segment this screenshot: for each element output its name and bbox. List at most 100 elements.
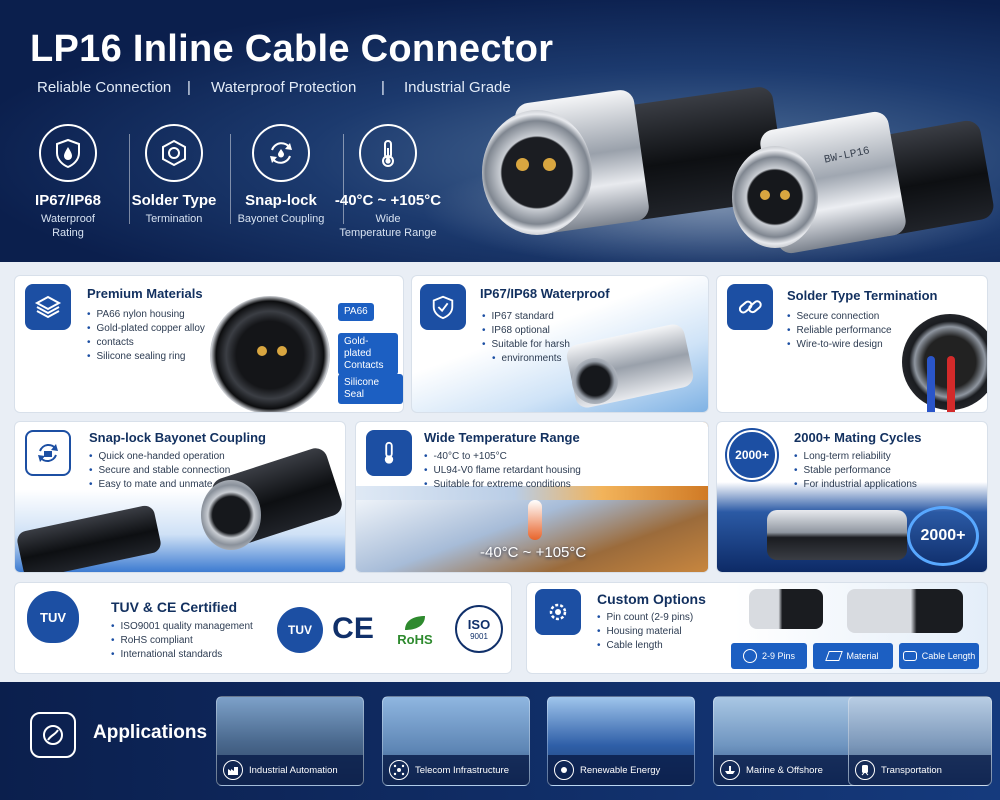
bullet: For industrial applications [794,478,917,492]
bullet: Secure and stable connection [89,464,231,478]
app-transportation: Transportation [848,696,992,786]
bullet-list: PA66 nylon housing Gold-plated copper al… [87,308,205,364]
ce-logo: CE [332,612,374,645]
bullet: Gold-plated copper alloy [87,322,205,336]
red-wire [947,356,955,412]
bullet: Cable length [597,639,693,653]
bullet: Wire-to-wire design [787,338,892,352]
ship-icon [720,760,740,780]
iso-number: 9001 [470,632,488,641]
app-label: Marine & Offshore [746,764,823,776]
rohs-logo: RoHS [387,607,443,653]
divider [230,134,231,224]
connector-variant-image [847,589,963,633]
feature-sub: Bayonet Coupling [237,213,325,225]
app-renewable-energy: Renewable Energy [547,696,695,786]
applications-bar: Applications Industrial Automation Telec… [0,682,1000,800]
iso-text: ISO [467,617,491,632]
card-title: Wide Temperature Range [424,430,580,445]
cycle-count-icon: 2000+ [727,430,777,480]
card-title: Premium Materials [87,286,203,301]
page-title: LP16 Inline Cable Connector [30,28,554,70]
bullet: Secure connection [787,310,892,324]
train-icon [855,760,875,780]
app-label: Transportation [881,764,942,776]
app-marine-offshore: Marine & Offshore [713,696,861,786]
bullet: PA66 nylon housing [87,308,205,322]
plug-image [15,503,163,572]
bullet: UL94-V0 flame retardant housing [424,464,581,478]
cycle-overlay: 2000+ [920,527,966,544]
iso-logo: ISO 9001 [455,605,503,653]
card-temperature: Wide Temperature Range -40°C to +105°C U… [355,421,709,573]
tagline-3: Industrial Grade [404,79,511,96]
callout-pa66: PA66 [338,303,374,321]
feature-temperature: -40°C ~ +105°C Wide Temperature Range [328,124,448,241]
feature-sub: Waterproof [40,213,95,225]
bullet: Long-term reliability [794,450,917,464]
feature-sub: Wide [375,213,401,225]
network-icon [389,760,409,780]
bullet: Pin count (2-9 pins) [597,611,694,625]
cycle-ring: 2000+ [907,506,979,566]
tagline-separator: | [187,79,191,96]
thermometer-icon [359,124,417,182]
cycle-count-icon-text: 2000+ [735,448,769,462]
app-label-bar: Telecom Infrastructure [383,755,529,785]
bullet-list: IP67 standard IP68 optional Suitable for… [482,310,570,366]
water-shield-icon [39,124,97,182]
card-title: Snap-lock Bayonet Coupling [89,430,266,445]
feature-title: IP67/IP68 [35,192,101,209]
option-label: Material [846,651,879,661]
bullet-list: ISO9001 quality management RoHS complian… [111,620,253,662]
bullet: International standards [111,648,253,662]
app-label-bar: Industrial Automation [217,755,363,785]
rotate-lock-icon [25,430,71,476]
connector-face [572,358,618,404]
option-label: Cable Length [921,651,976,661]
app-industrial-automation: Industrial Automation [216,696,364,786]
layers-icon [25,284,71,330]
app-telecom: Telecom Infrastructure [382,696,530,786]
feature-title: Snap-lock [245,192,317,209]
bullet-list: Quick one-handed operation Secure and st… [89,450,231,492]
bullet: ISO9001 quality management [111,620,253,634]
bullet-list: Secure connection Reliable performance W… [787,310,892,352]
mated-connector-image [767,510,907,560]
card-certified: TUV TUV & CE Certified ISO9001 quality m… [14,582,512,674]
divider [129,134,130,224]
bullet: Stable performance [794,464,917,478]
pins-icon [742,649,757,663]
card-mating-cycles: 2000+ 2000+ Mating Cycles Long-term reli… [716,421,988,573]
cable-icon [902,651,917,661]
bullet: Housing material [597,625,693,639]
tagline-1: Reliable Connection [37,79,172,96]
feature-sub: Temperature Range [339,226,437,239]
temperature-overlay: -40°C ~ +105°C [480,544,587,561]
chain-link-icon [727,284,773,330]
bullet-continued: environments [492,352,570,366]
thermometer-icon [366,430,412,476]
rohs-text: RoHS [397,631,433,647]
card-title: 2000+ Mating Cycles [794,430,922,445]
feature-sub: Termination [145,213,203,225]
card-title: Custom Options [597,591,706,607]
callout-gold-contacts: Gold-plated Contacts [338,333,398,375]
option-pins: 2-9 Pins [731,643,807,669]
tuv-logo: TUV [277,607,323,653]
applications-icon [30,712,76,758]
bullet: -40°C to +105°C [424,450,581,464]
bullet: Suitable for extreme conditions [424,478,581,492]
connector-variant-image [749,589,823,629]
connector-face-image [210,296,330,412]
bullet: RoHS compliant [111,634,253,648]
feature-snaplock: Snap-lock Bayonet Coupling [221,124,341,227]
feature-waterproof: IP67/IP68 Waterproof Rating [8,124,128,241]
feature-title: Solder Type [131,192,217,209]
bullet: Quick one-handed operation [89,450,230,464]
bullet-list: -40°C to +105°C UL94-V0 flame retardant … [424,450,581,492]
bullet: Easy to mate and unmate [89,478,230,492]
app-label: Renewable Energy [580,764,661,776]
tagline-separator: | [381,79,385,96]
app-label-bar: Marine & Offshore [714,755,860,785]
